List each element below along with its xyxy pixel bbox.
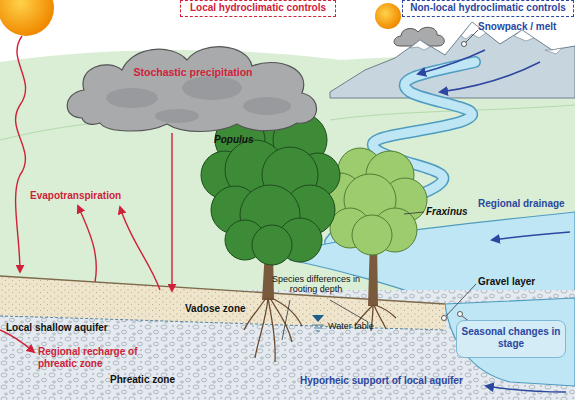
art-path — [404, 212, 424, 214]
cloud-shading — [106, 88, 158, 108]
sun — [0, 0, 54, 36]
cloud-shading — [243, 97, 291, 115]
cloud-shading — [182, 76, 242, 100]
snow-cap — [410, 40, 430, 50]
rain-cloud: Stochastic precipitation — [62, 38, 324, 134]
art-path — [16, 36, 26, 272]
art-circle — [462, 42, 467, 47]
vadose-zone — [0, 276, 445, 330]
art-path — [171, 133, 172, 291]
process-label: Snowpack / melt — [478, 21, 556, 33]
art-path — [375, 305, 396, 318]
art-path — [440, 62, 540, 92]
art-path — [446, 284, 476, 316]
water-table-symbol — [312, 325, 324, 331]
zone-label: Local shallow aquifer — [6, 322, 108, 334]
roots — [244, 298, 396, 362]
ground-surface — [0, 276, 445, 304]
art-path — [0, 330, 34, 352]
part-label: Water table — [328, 321, 374, 331]
node-text: Stochastic precipitation — [62, 66, 324, 79]
part-label: Gravel layer — [478, 276, 535, 288]
process-label: Regional recharge of phreatic zone — [38, 346, 156, 369]
node-text: Seasonal changes in stage — [461, 326, 561, 350]
art-path — [486, 386, 566, 392]
art-path — [78, 206, 96, 282]
process-label: Evapotranspiration — [30, 190, 121, 202]
art-path — [492, 232, 570, 240]
zone-label: Vadose zone — [185, 303, 246, 315]
art-path — [120, 207, 160, 290]
process-label: Regional drainage — [478, 198, 565, 210]
art-circle — [252, 225, 292, 265]
nonlocal-flux-arrows — [418, 50, 570, 392]
art-path — [418, 50, 485, 74]
stage-box: Seasonal changes in stage — [456, 320, 566, 358]
art-path — [270, 298, 292, 342]
art-circle — [458, 312, 463, 317]
mountain-range — [330, 22, 575, 98]
snow-cap — [545, 48, 562, 54]
art-path — [255, 298, 268, 358]
art-circle — [442, 316, 447, 321]
art-path — [282, 300, 290, 340]
note-label: Species differences in rooting depth — [262, 274, 370, 295]
control-box: Non-local hydroclimatic controls — [402, 0, 574, 17]
art-path — [466, 30, 478, 42]
species-label: Fraxinus — [426, 206, 468, 218]
cloud-outline — [67, 47, 316, 132]
cloud-shape — [62, 38, 324, 134]
zone-label: Phreatic zone — [110, 374, 175, 386]
control-box: Local hydroclimatic controls — [180, 0, 336, 17]
node-text: Local hydroclimatic controls — [181, 2, 335, 14]
tree-trunk — [265, 266, 273, 300]
art-circle — [352, 215, 392, 255]
cloud-shading — [155, 109, 199, 123]
water-table-symbol — [312, 315, 324, 322]
art-path — [272, 298, 302, 326]
art-path — [268, 298, 275, 362]
art-path — [330, 300, 368, 322]
process-label: Hyporheic support of local aquifer — [300, 375, 463, 387]
species-label: Populus — [214, 134, 253, 146]
leader-dots — [442, 42, 467, 321]
art-path — [244, 298, 266, 330]
stream-channel — [445, 298, 575, 386]
sun — [375, 3, 401, 29]
node-text: Non-local hydroclimatic controls — [403, 2, 573, 14]
